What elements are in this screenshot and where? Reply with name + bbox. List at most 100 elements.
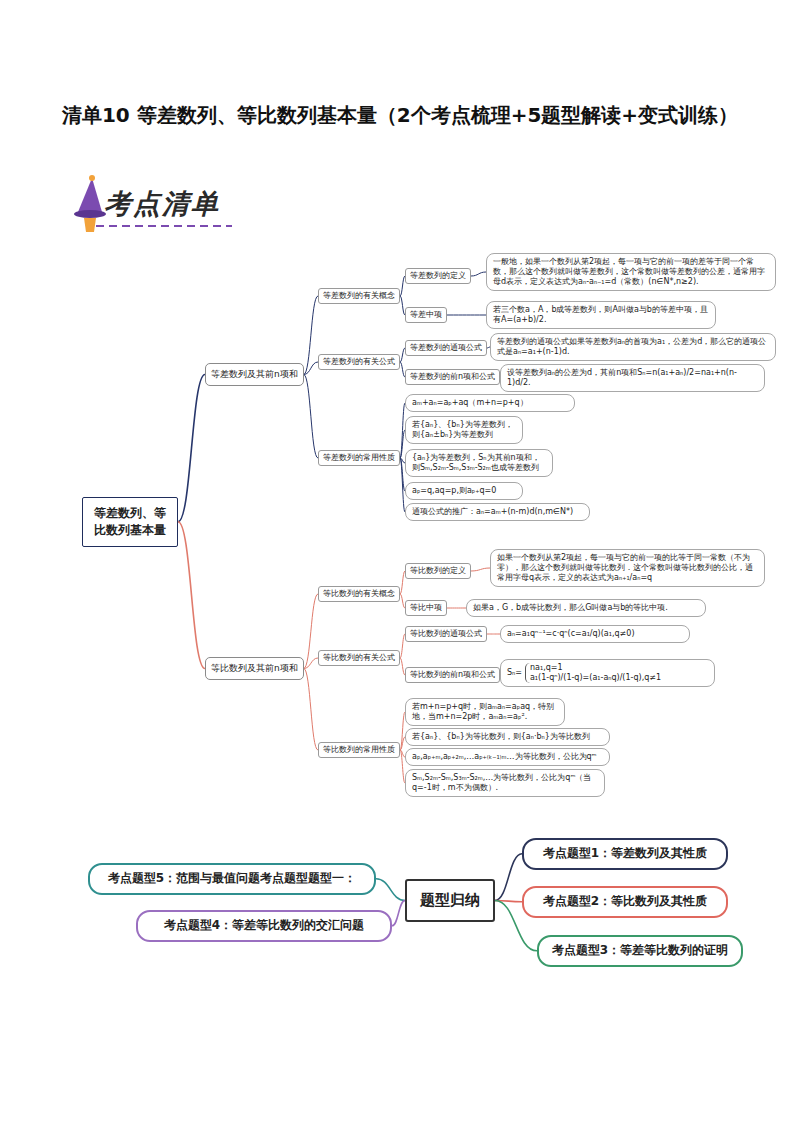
node-text: 等差数列的通项公式如果等差数列aₙ的首项为a₁，公差为d，那么它的通项公式是aₙ… [497,337,769,357]
topic-pill: 考点题型1：等差数列及其性质 [522,838,728,870]
node-text: 若三个数a，A，b成等差数列，则A叫做a与b的等差中项，且有A=(a+b)/2. [493,305,709,325]
mind-map-box: aₙ=a₁qⁿ⁻¹=c·qⁿ(c=a₁/q)(a₁,q≠0) [500,625,690,643]
connector [304,362,318,375]
node-text: aₚ=q,aq=p,则aₚ₊q=0 [412,486,516,496]
mind-map-box: 等比中项 [405,600,447,616]
connector [178,375,205,522]
mind-map-box: 若{aₙ}、{bₙ}为等比数列，则{aₙ·bₙ}为等比数列 [405,728,610,746]
node-text: 考点题型3：等差等比数列的证明 [549,943,731,959]
mind-map-box: Sₘ,S₂ₘ-Sₘ,S₃ₘ-S₂ₘ,…为等比数列，公比为qᵐ（当q=-1时，m不… [405,769,605,797]
node-text: 一般地，如果一个数列从第2项起，每一项与它的前一项的差等于同一个常数，那么这个数… [493,257,769,287]
mind-map-box: 等差数列、等比数列基本量 [82,497,178,547]
mind-map-box: 等比数列的常用性质 [318,742,400,758]
node-text: 等差数列、等比数列基本量 [89,505,171,539]
node-text: 若{aₙ}、{bₙ}为等比数列，则{aₙ·bₙ}为等比数列 [412,732,603,742]
node-text: 等比数列的有关概念 [323,589,395,599]
node-text: aₚ,aₚ₊ₘ,aₚ₊₂ₘ,…aₚ₊₍ₖ₋₁₎ₘ…为等比数列，公比为qᵐ [412,752,603,762]
connector [376,879,405,901]
connector [304,658,318,669]
node-text: 等差数列的通项公式 [410,343,482,353]
mind-map-box: aₚ=q,aq=p,则aₚ₊q=0 [405,482,523,500]
node-text: 题型归纳 [415,891,485,910]
mind-map-box: 等差中项 [405,307,447,323]
connector [471,272,486,276]
mind-map-box: Sₙ=na₁,q=1a₁(1-qⁿ)/(1-q)=(a₁-aₙq)/(1-q),… [500,659,715,687]
mind-map-box: 等比数列的定义 [405,563,471,579]
connector [447,608,466,609]
mind-map-box: 通项公式的推广：aₙ=aₘ+(n-m)d(n,m∈N*) [405,503,590,521]
node-text: 若{aₙ}、{bₙ}为等差数列，则{aₙ±bₙ}为等差数列 [412,420,516,440]
section-logo-text: 考点清单 [104,186,220,222]
connector [392,901,405,926]
mind-map-box: 等比数列的前n项和公式 [405,667,500,683]
node-text: 考点题型1：等差数列及其性质 [534,846,716,862]
node-text: 考点题型5：范围与最值问题考点题型题型一： [100,871,364,887]
mind-map-box: 等差数列的常用性质 [318,450,400,466]
connector [471,568,490,571]
mind-map-box: 等差数列的有关公式 [318,354,400,370]
mind-map-box: 等比数列的有关概念 [318,586,400,602]
brace-column: na₁,q=1a₁(1-qⁿ)/(1-q)=(a₁-aₙq)/(1-q),q≠1 [525,663,708,683]
node-text: 考点题型2：等比数列及其性质 [534,894,716,910]
node-text: 等差数列的前n项和公式 [410,372,495,382]
mind-map-box: 如果a，G，b成等比数列，那么G叫做a与b的等比中项. [466,599,706,617]
node-text: aₘ+aₙ=aₚ+aq（m+n=p+q） [412,398,568,408]
node-text: Sₙ= [507,668,522,678]
mind-map-box: 等比数列及其前n项和 [205,657,304,680]
topic-pill: 考点题型2：等比数列及其性质 [522,886,728,918]
wizard-icon [74,175,106,232]
node-text: 等比数列及其前n项和 [211,662,298,675]
node-text: 设等差数列aₙ的公差为d，其前n项和Sₙ=n(a₁+aₙ)/2=na₁+n(n-… [507,368,758,388]
mind-map-box: 等差数列的定义 [405,268,471,284]
connector [304,669,318,751]
node-text: 若m+n=p+q时，则aₘaₙ=aₚaq，特别地，当m+n=2p时，aₘaₙ=a… [412,702,558,722]
node-text: 考点题型4：等差等比数列的交汇问题 [148,918,380,934]
hub-box: 题型归纳 [405,879,495,922]
node-text: {aₙ}为等差数列，Sₙ为其前n项和，则Sₘ,S₂ₘ-Sₘ,S₃ₘ-S₂ₘ也成等… [412,453,546,473]
connector [304,594,318,669]
node-text: 等比中项 [410,603,442,613]
node-text: 等比数列的定义 [410,566,466,576]
node-text: 等比数列的前n项和公式 [410,670,495,680]
connector [487,634,500,635]
node-text: 等差数列的有关公式 [323,357,395,367]
node-text: aₙ=a₁qⁿ⁻¹=c·qⁿ(c=a₁/q)(a₁,q≠0) [507,629,683,639]
mind-map-box: 若m+n=p+q时，则aₘaₙ=aₚaq，特别地，当m+n=2p时，aₘaₙ=a… [405,698,565,726]
node-text: 等比数列的有关公式 [323,653,395,663]
page-title: 清单10 等差数列、等比数列基本量（2个考点梳理+5题型解读+变式训练） [60,100,740,131]
connector [178,522,205,669]
mind-map-box: 若{aₙ}、{bₙ}为等差数列，则{aₙ±bₙ}为等差数列 [405,416,523,444]
connector [495,854,522,901]
node-text: 等差数列及其前n项和 [211,368,298,381]
mind-map-box: 等比数列的有关公式 [318,650,400,666]
topic-pill: 考点题型5：范围与最值问题考点题型题型一： [88,863,376,895]
mind-map-box: 等差数列的有关概念 [318,288,400,304]
mind-map-box: 等差数列的前n项和公式 [405,369,500,385]
node-text: Sₘ,S₂ₘ-Sₘ,S₃ₘ-S₂ₘ,…为等比数列，公比为qᵐ（当q=-1时，m不… [412,773,598,793]
node-text: 等差数列的定义 [410,271,466,281]
mind-map-box: 若三个数a，A，b成等差数列，则A叫做a与b的等差中项，且有A=(a+b)/2. [486,301,716,329]
topic-pill: 考点题型4：等差等比数列的交汇问题 [136,910,392,942]
node-text: 等比数列的常用性质 [323,745,395,755]
mind-map-box: 等比数列的通项公式 [405,626,487,642]
mind-map-box: 等差数列的通项公式如果等差数列aₙ的首项为a₁，公差为d，那么它的通项公式是aₙ… [490,333,776,361]
node-text: 如果a，G，b成等比数列，那么G叫做a与b的等比中项. [473,603,699,613]
node-text: 等差数列的有关概念 [323,291,395,301]
mind-map-box: 设等差数列aₙ的公差为d，其前n项和Sₙ=n(a₁+aₙ)/2=na₁+n(n-… [500,364,765,392]
node-text: 通项公式的推广：aₙ=aₘ+(n-m)d(n,m∈N*) [412,507,583,517]
mind-map-box: aₘ+aₙ=aₚ+aq（m+n=p+q） [405,394,575,412]
connector [447,315,486,316]
mind-map-box: {aₙ}为等差数列，Sₙ为其前n项和，则Sₘ,S₂ₘ-Sₘ,S₃ₘ-S₂ₘ也成等… [405,449,553,477]
mind-map-box: 等差数列的通项公式 [405,340,487,356]
node-text: 如果一个数列从第2项起，每一项与它的前一项的比等于同一常数（不为零），那么这个数… [497,553,758,583]
node-text: na₁,q=1 [530,663,708,673]
connector [304,375,318,459]
logo-underline [96,225,232,227]
topic-pill: 考点题型3：等差等比数列的证明 [537,935,743,967]
mind-map-box: aₚ,aₚ₊ₘ,aₚ₊₂ₘ,…aₚ₊₍ₖ₋₁₎ₘ…为等比数列，公比为qᵐ [405,748,610,766]
connector [304,296,318,375]
node-text: 等差数列的常用性质 [323,453,395,463]
node-text: 等差中项 [410,310,442,320]
mind-map-box: 如果一个数列从第2项起，每一项与它的前一项的比等于同一常数（不为零），那么这个数… [490,549,765,587]
